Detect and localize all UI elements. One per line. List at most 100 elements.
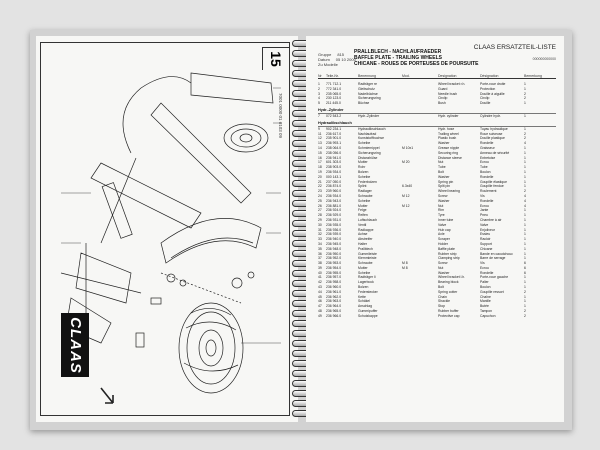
part-number: 237 050.0 [326,179,342,184]
item-number: 1 [318,82,320,86]
part-name-en: Bearing block [438,280,459,285]
part-name-de: Lagerbock [358,280,374,285]
quantity: 1 [524,256,526,261]
part-name-en: Circlip [438,96,448,101]
part-name-de: Mutter [358,203,368,208]
part-name-de: Schraube [358,193,373,198]
meta-row: Zu Modelle [318,62,556,67]
part-name-en: Screw [438,193,448,198]
column-headers: Nr Teile-Nr. Benennung Mod. Designation … [318,74,556,79]
column-header: Benennung [358,74,376,78]
model: M 8 [402,265,408,270]
part-name-en: Spring pin [438,179,454,184]
part-name-de: Radlager [358,189,372,194]
claas-logo: CLAAS [61,313,89,377]
item-number: 9 [318,126,320,131]
model: M 10x1 [402,145,414,150]
part-name-en: Hydr. hose [438,126,455,131]
column-header: Désignation [480,74,499,78]
part-name-fr: Tube [480,165,488,170]
item-number: 22 [318,184,322,189]
part-number: 236 934.0 [326,193,342,198]
part-name-en: Guard [438,86,448,91]
wheel-bracket [75,252,132,304]
part-name-de: Schmiernippel [358,145,380,150]
part-number: 236 957.0 [326,275,342,280]
part-name-de: Mutter [358,265,368,270]
part-name-fr: Goupille fendue [480,184,504,189]
part-name-de: Radträger re [358,82,378,86]
meta-block: Gruppe 815 Datum 05 10 2000 Zu Modelle [318,52,556,67]
part-number: 236 941.0 [326,155,342,160]
part-number: 238 056.0 [326,150,342,155]
part-name-de: Schäkel [358,299,371,304]
part-name-en: Distance sleeve [438,155,462,160]
part-name-fr: Palier [480,280,489,285]
part-number: 236 955.0 [326,270,342,275]
item-number: 46 [318,299,322,304]
item-number: 36 [318,251,322,256]
part-name-de: Gummipuffer [358,309,378,314]
quantity: 2 [524,313,526,318]
model: M 12 [402,193,410,198]
part-number: 238 903.0 [326,165,342,170]
part-name-de: Scheibe [358,174,371,179]
part-name-en: Bush [438,101,446,106]
quantity: 1 [524,222,526,227]
parts-list-header: CLAAS ERSATZTEIL-LISTE Gruppe 815 Datum … [318,44,556,67]
part-name-en: Wheel bearing [438,189,460,194]
section-heading: Hydr.-Zylinder [318,107,556,114]
part-name-en: Wheel bracket l.h. [438,275,466,280]
part-name-en: Chain [438,294,447,299]
part-name-fr: Rondelle [480,141,494,146]
quantity: 4 [524,141,526,146]
part-name-de: Mutter [358,160,368,165]
model [402,314,438,319]
part-name-fr: Entretoise [480,155,496,160]
baffle-plate [160,218,262,264]
item-number: 25 [318,198,322,203]
part-name-en: Baffle plate [438,246,455,251]
part-name-fr: Protection [480,86,496,91]
item-number: 38 [318,261,322,266]
part-name-fr: Tuyau hydraulique [480,126,508,131]
part-name-en: Nut [438,265,444,270]
description-en: BAFFLE PLATE - TRAILING WHEELS [354,55,442,61]
part-number: 236 936.0 [326,227,342,232]
quantity: 2 [524,131,526,136]
part-name-de: Scheibe [358,198,371,203]
part-name-fr: Ecrou [480,203,489,208]
column-header: Designation [438,74,457,78]
part-name-de: Federstecker [358,289,378,294]
part-name-de: Bolzen [358,285,369,290]
part-name-en: Holder [438,241,448,246]
parts-list-title: CLAAS ERSATZTEIL-LISTE [473,44,556,51]
quantity: 1 [524,150,526,155]
item-number: 47 [318,304,322,309]
part-name-fr: Rondelle [480,174,494,179]
part-name-de: Felge [358,208,367,213]
part-number: 236 617.0 [326,131,342,136]
group-description: PRALLBLECH - NACHLAUFRAEDER BAFFLE PLATE… [354,49,544,67]
part-name-en: Stop [438,304,445,309]
part-name-en: Scraper [438,237,450,242]
part-name-en: Washer [438,174,450,179]
part-name-de: Büchse [358,101,370,106]
model [402,114,438,119]
part-name-de: Abstreifer [358,237,373,242]
quantity: 2 [524,136,526,141]
item-number: 13 [318,141,322,146]
meta-label: Gruppe [318,52,332,57]
